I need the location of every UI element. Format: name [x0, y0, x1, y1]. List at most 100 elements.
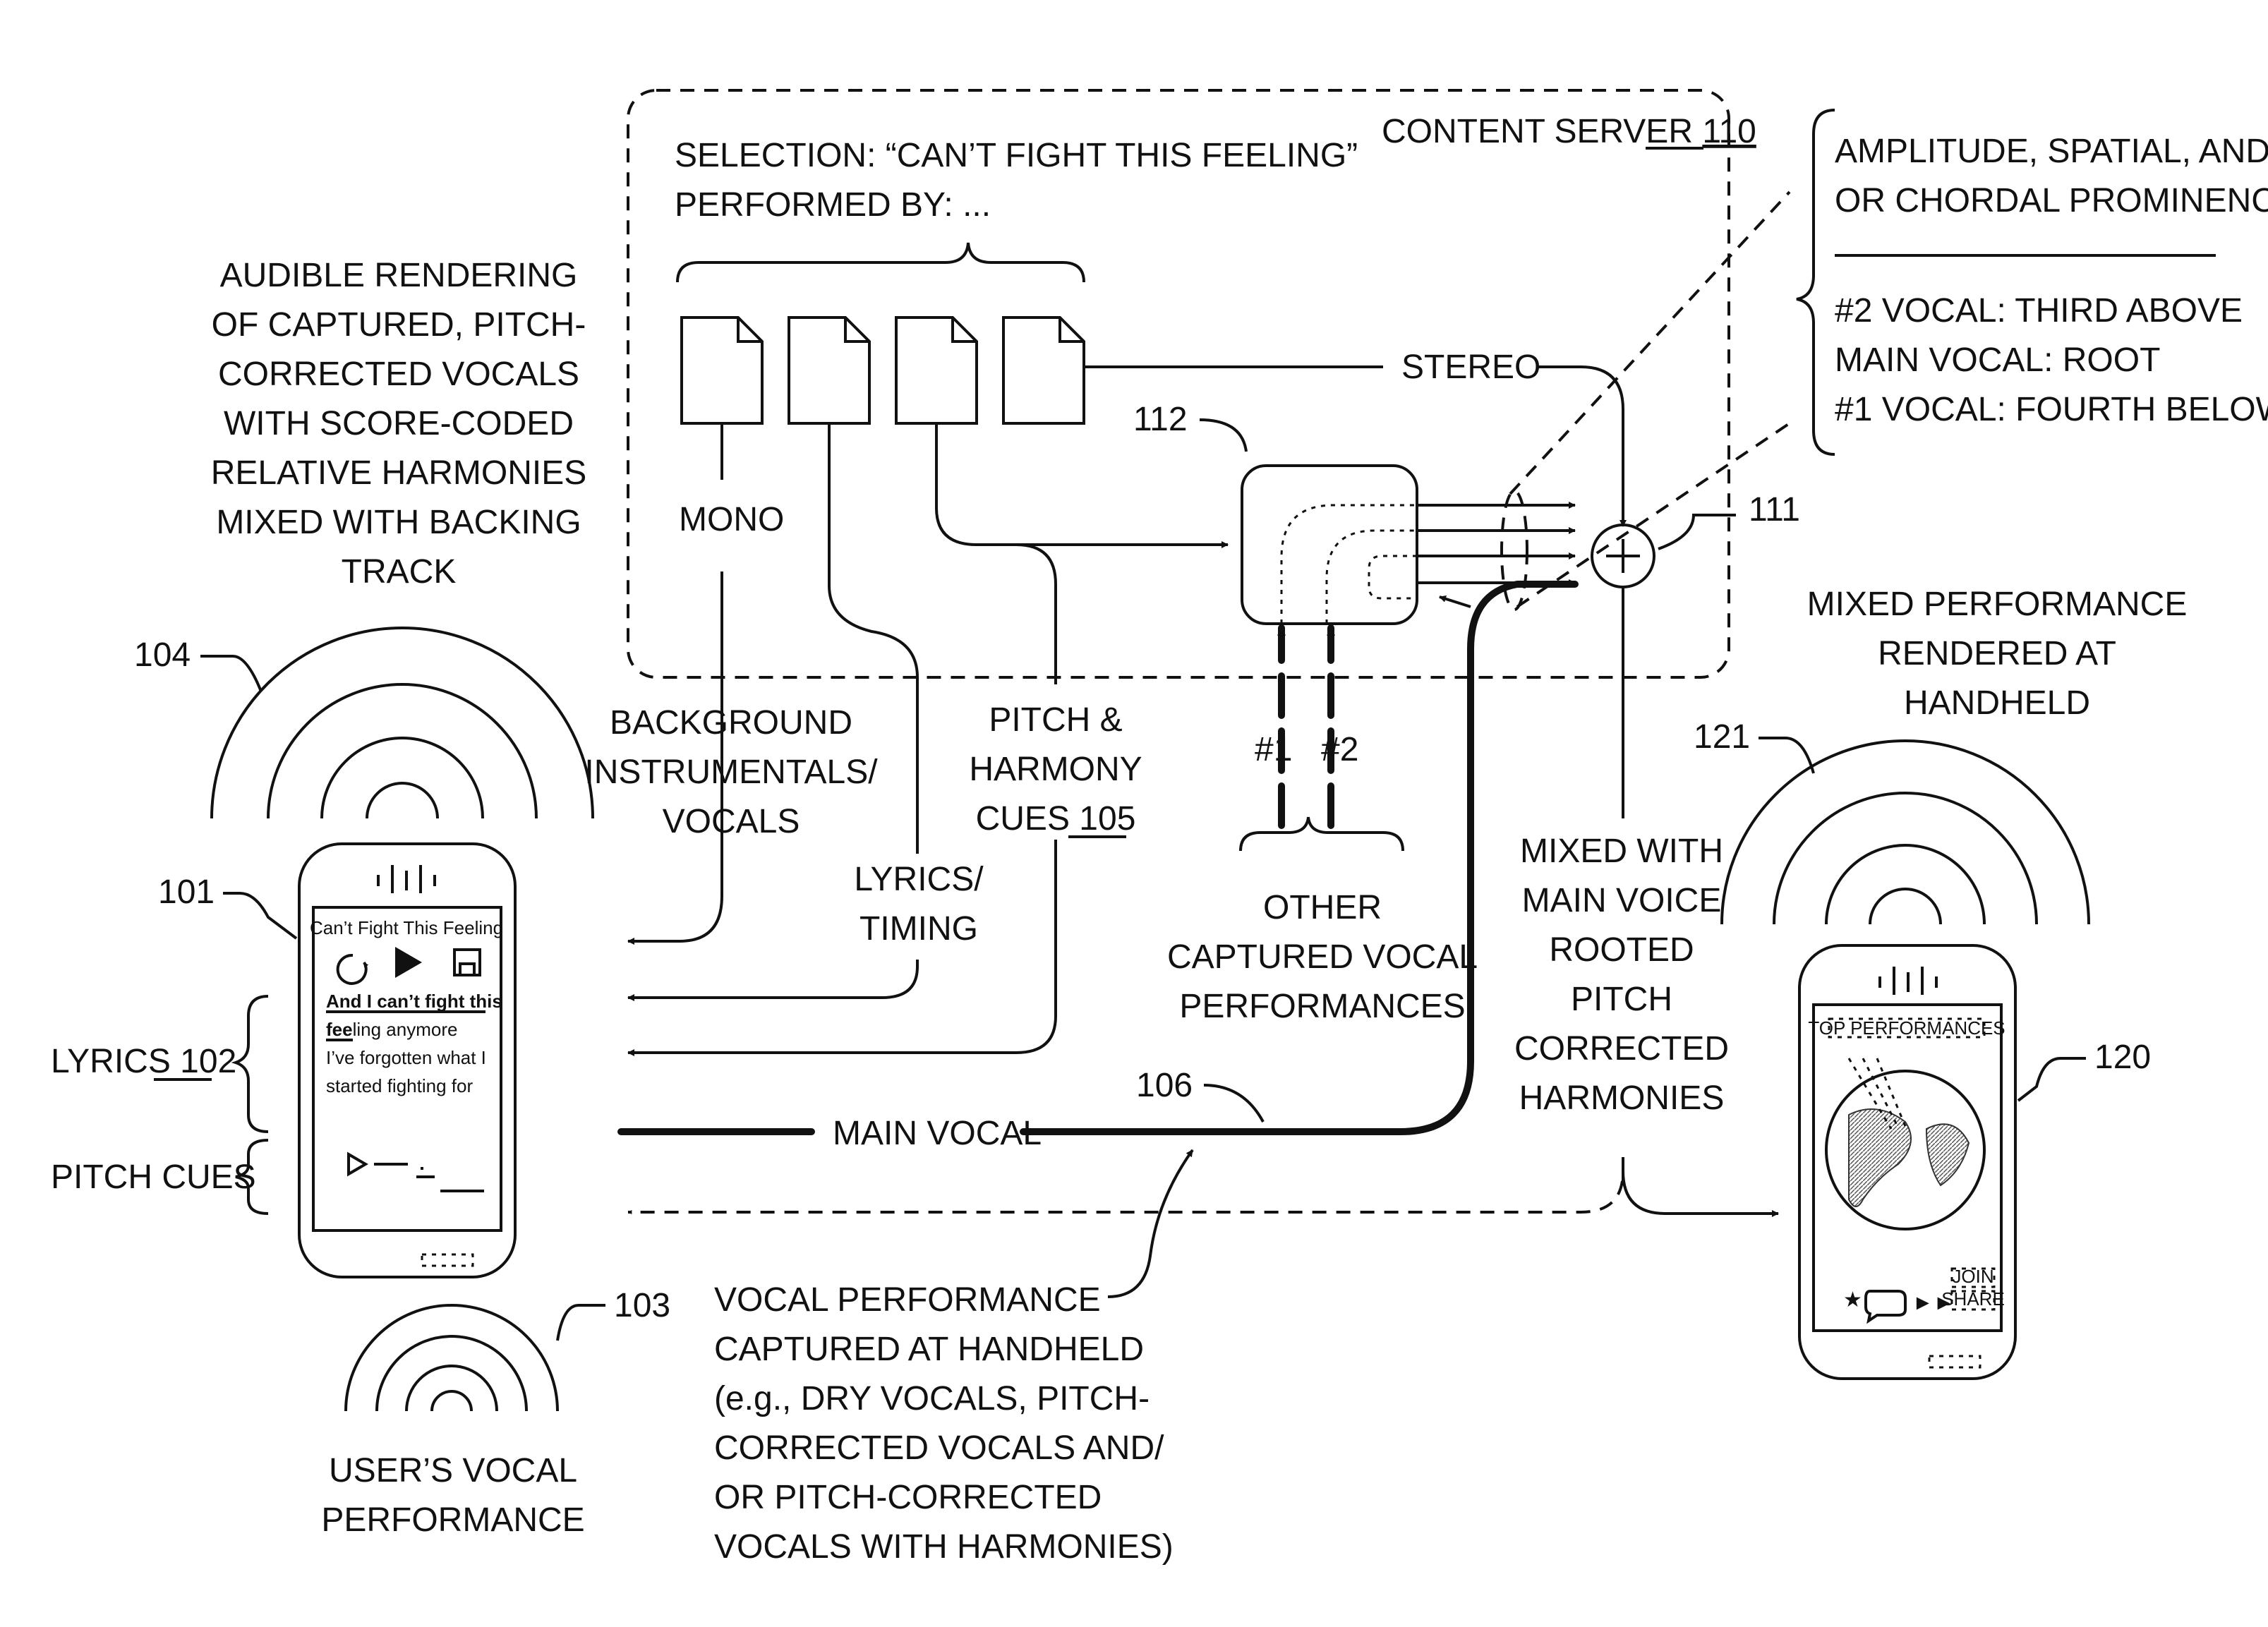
- text-line: AUDIBLE RENDERING: [220, 257, 578, 294]
- capture-callout-arrow: [1108, 1150, 1193, 1297]
- other-captured-text: OTHER CAPTURED VOCAL PERFORMANCES: [1167, 889, 1478, 1025]
- prominence-item: MAIN VOCAL: ROOT: [1835, 341, 2160, 379]
- speaker-grille: [378, 865, 435, 893]
- text-line: BACKGROUND: [610, 704, 852, 742]
- phone1-leader: [223, 893, 296, 938]
- text-line: CORRECTED VOCALS AND/: [714, 1429, 1164, 1467]
- mixed-performance-text: MIXED PERFORMANCE RENDERED AT HANDHELD: [1807, 586, 2188, 722]
- play-icon[interactable]: [395, 947, 422, 978]
- phone-120: TOP PERFORMANCES ★ ►► JOIN SHARE 120: [1799, 945, 2151, 1379]
- lyrics-path: [628, 960, 917, 998]
- text-line: RELATIVE HARMONIES: [211, 454, 587, 492]
- main-vocal-line: [1023, 584, 1575, 1132]
- sum-ref: 111: [1749, 491, 1800, 528]
- lyrics-label: LYRICS 102: [51, 1043, 236, 1080]
- mixer-ref: 112: [1133, 401, 1188, 438]
- mixer-route-2: [1327, 531, 1417, 624]
- comment-icon[interactable]: [1866, 1291, 1905, 1321]
- main-vocal-to-mixer: [1440, 597, 1471, 607]
- text-line: WITH SCORE-CODED: [224, 405, 574, 442]
- text-line: OTHER: [1263, 889, 1382, 926]
- cues-path: [628, 840, 1056, 1053]
- track-brace: [677, 243, 1084, 282]
- prominence-callout: AMPLITUDE, SPATIAL, AND/ OR CHORDAL PROM…: [1797, 110, 2268, 454]
- phone2-leader: [2018, 1058, 2086, 1101]
- song-title: Can’t Fight This Feeling: [310, 917, 503, 938]
- speaker1-leader: [200, 656, 261, 691]
- text-line: MIXED WITH BACKING: [216, 504, 581, 541]
- callout-dashed-upper: [1510, 192, 1790, 494]
- sound-arc: [406, 1366, 497, 1411]
- mixed-with-text: MIXED WITH MAIN VOICE ROOTED PITCH CORRE…: [1514, 833, 1729, 1117]
- user-vocal-103: 103 USER’S VOCAL PERFORMANCE: [321, 1287, 670, 1539]
- text-line: VOCAL PERFORMANCE: [714, 1281, 1101, 1319]
- text-line: CORRECTED VOCALS: [218, 356, 579, 393]
- stereo-label: STEREO: [1401, 349, 1540, 386]
- text-line: CORRECTED: [1514, 1030, 1729, 1067]
- text-line: PITCH: [1571, 981, 1672, 1018]
- top-performances-label: TOP PERFORMANCES: [1808, 1017, 2005, 1039]
- user-ref-leader: [557, 1305, 605, 1341]
- sound-arc: [1870, 889, 1941, 924]
- stereo-arrow: [1538, 367, 1623, 526]
- to-phone2-arrow: [1623, 1157, 1778, 1214]
- text-line: OR PITCH-CORRECTED: [714, 1479, 1102, 1516]
- content-server-border: [628, 90, 1729, 677]
- text-line: VOCALS: [663, 803, 800, 840]
- sound-arc: [1826, 845, 1984, 924]
- background-text: BACKGROUND INSTRUMENTALS/ VOCALS: [584, 704, 878, 840]
- mixer: 112: [1133, 192, 1790, 624]
- sum-leader: [1658, 515, 1736, 549]
- star-icon[interactable]: ★: [1843, 1288, 1862, 1312]
- phone1-ref: 101: [158, 873, 215, 911]
- content-server: CONTENT SERVER 110 SELECTION: “CAN’T FIG…: [628, 90, 1756, 677]
- sound-arc: [1774, 793, 2037, 924]
- globe-land: [1926, 1124, 1969, 1185]
- speaker-grille: [1880, 967, 1936, 995]
- speaker-104: 104: [134, 628, 593, 818]
- document-icon: [789, 317, 869, 423]
- document-icon: [682, 317, 762, 423]
- mixer-route-1: [1281, 505, 1417, 624]
- share-label: SHARE: [1941, 1288, 2005, 1310]
- speaker-121: 121: [1694, 718, 2089, 924]
- text-line: TRACK: [342, 553, 457, 591]
- path-ref: 106: [1136, 1067, 1193, 1104]
- track-files: [682, 317, 1084, 423]
- text-line: CUES 105: [976, 800, 1136, 837]
- home-button[interactable]: [422, 1254, 473, 1266]
- sound-arc: [268, 684, 536, 818]
- pitch-cues-label: PITCH CUES: [51, 1159, 256, 1196]
- prominence-brace: [1797, 110, 1835, 454]
- text-line: MIXED WITH: [1520, 833, 1723, 870]
- text-line: PITCH &: [989, 701, 1122, 739]
- mono-label: MONO: [679, 501, 784, 538]
- speaker2-ref: 121: [1694, 718, 1750, 756]
- content-server-label: CONTENT SERVER 110: [1382, 113, 1756, 150]
- prominence-header-2: OR CHORDAL PROMINENCE:: [1835, 182, 2268, 219]
- other-brace: [1241, 817, 1403, 851]
- text-line: HARMONY: [969, 751, 1142, 788]
- text-line: CAPTURED VOCAL: [1167, 938, 1478, 976]
- join-label: JOIN: [1952, 1266, 1993, 1287]
- text-line: VOCALS WITH HARMONIES): [714, 1528, 1174, 1566]
- user-ref: 103: [614, 1287, 670, 1324]
- vocal1-label: #1: [1255, 731, 1292, 768]
- cues-line-a: [1016, 545, 1056, 684]
- mixer-leader: [1200, 420, 1246, 452]
- vocal-captured-text: VOCAL PERFORMANCE CAPTURED AT HANDHELD (…: [714, 1281, 1174, 1566]
- sound-arc: [322, 738, 483, 818]
- prominence-item: #2 VOCAL: THIRD ABOVE: [1835, 292, 2243, 329]
- cues-to-mixer: [936, 423, 1228, 545]
- home-button[interactable]: [1929, 1356, 1980, 1367]
- text-line: OF CAPTURED, PITCH-: [212, 306, 586, 344]
- replay-icon[interactable]: [338, 955, 366, 984]
- globe-land: [1849, 1109, 1911, 1206]
- selection-line-1: SELECTION: “CAN’T FIGHT THIS FEELING”: [675, 137, 1358, 174]
- audible-rendering-text: AUDIBLE RENDERING OF CAPTURED, PITCH- CO…: [211, 257, 587, 591]
- save-icon-label: [460, 964, 474, 975]
- text-line: MIXED PERFORMANCE: [1807, 586, 2188, 623]
- text-line: PERFORMANCES: [1179, 988, 1465, 1025]
- document-icon: [896, 317, 977, 423]
- other-vocals: #1 #2: [1241, 628, 1403, 851]
